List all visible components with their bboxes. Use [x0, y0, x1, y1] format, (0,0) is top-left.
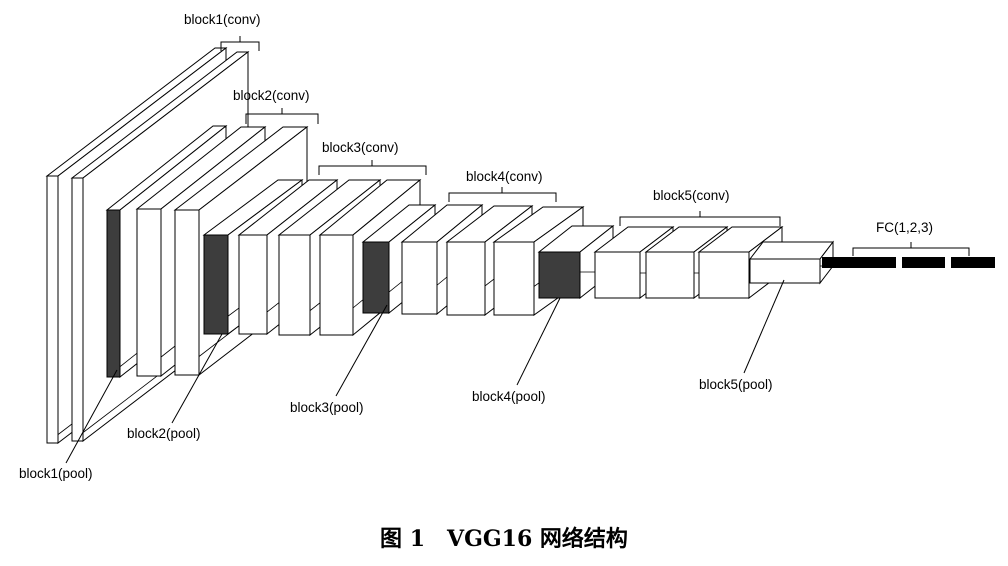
block5-pool-leader	[743, 279, 785, 374]
block2-conv-layer-1-front-face	[136, 208, 162, 377]
section-brackets	[220, 36, 970, 256]
block5-pool-layer-top-face	[748, 241, 835, 260]
block3-conv-layer-3-front-face	[319, 234, 354, 336]
block2-conv-layer-2-front-face	[174, 209, 200, 376]
block3-conv-label: block3(conv)	[322, 140, 399, 155]
block1-conv-layer-2-front-face	[71, 177, 84, 442]
pool-leader-lines	[65, 279, 785, 464]
block4-pool-label: block4(pool)	[472, 389, 546, 404]
block4-conv-label: block4(conv)	[466, 169, 543, 184]
block3-conv-layer-1-front-face	[238, 234, 268, 335]
block3-pool-leader	[335, 304, 388, 397]
fc-layer-1	[822, 257, 896, 268]
block5-conv-layer-1-front-face	[594, 251, 641, 299]
block5-conv-layer-3-front-face	[698, 251, 750, 299]
block3-conv-bracket	[318, 160, 427, 175]
block5-conv-layer-2	[644, 225, 729, 300]
block5-pool-layer-front-face	[749, 258, 821, 284]
block1-conv-bracket	[220, 36, 260, 51]
network-layers	[45, 46, 835, 445]
block3-pool-layer-front-face	[362, 241, 390, 314]
block1-conv-layer-1-front-face	[46, 175, 59, 444]
block1-conv-label: block1(conv)	[184, 12, 261, 27]
block4-pool-leader	[516, 297, 561, 386]
fc-bracket	[852, 242, 970, 256]
fc-layers	[822, 257, 995, 268]
block1-pool-layer-front-face	[106, 209, 121, 378]
block4-conv-bracket	[448, 187, 557, 202]
block5-pool-label: block5(pool)	[699, 377, 773, 392]
block2-conv-bracket	[245, 108, 319, 124]
block4-conv-layer-3-front-face	[493, 241, 535, 316]
fc-layer-2	[902, 257, 945, 268]
block4-conv-layer-1-front-face	[401, 241, 438, 315]
fc-label: FC(1,2,3)	[876, 220, 933, 235]
block5-conv-layer-2-front-face	[645, 251, 695, 299]
block5-conv-bracket	[619, 211, 781, 226]
block3-pool-label: block3(pool)	[290, 400, 364, 415]
fc-layer-3	[951, 257, 995, 268]
block2-pool-leader	[171, 333, 223, 424]
block2-conv-label: block2(conv)	[233, 88, 310, 103]
block4-pool-layer-front-face	[538, 251, 581, 299]
block5-pool-layer	[748, 240, 835, 285]
block2-pool-layer-front-face	[203, 234, 229, 335]
block1-pool-leader	[65, 369, 118, 464]
block5-conv-label: block5(conv)	[653, 188, 730, 203]
block4-conv-layer-2-front-face	[446, 241, 486, 316]
block1-pool-label: block1(pool)	[19, 466, 93, 481]
block2-pool-label: block2(pool)	[127, 426, 201, 441]
figure-caption: 图 1 VGG16 网络结构	[380, 526, 628, 552]
block3-conv-layer-2-front-face	[278, 234, 311, 336]
